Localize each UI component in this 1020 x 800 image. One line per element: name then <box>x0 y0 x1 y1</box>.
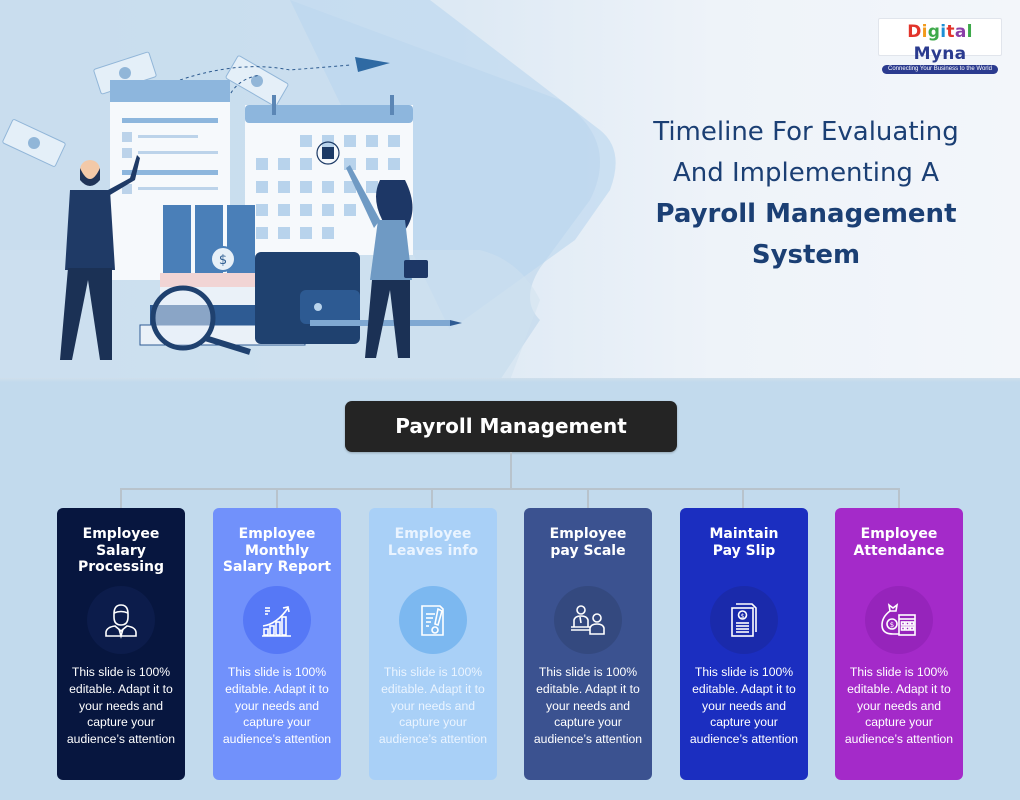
card-icon-circle <box>399 586 467 654</box>
card-employee-leaves-info: Employee Leaves info This slide is 100% … <box>369 508 497 780</box>
meeting-people-icon <box>571 605 605 635</box>
card-title-line: Employee <box>860 526 938 542</box>
payroll-illustration: $ <box>2 51 462 360</box>
card-description: This slide is 100% editable. Adapt it to… <box>533 665 643 747</box>
logo-letter: a <box>954 22 967 42</box>
logo-letter: i <box>921 22 928 42</box>
root-node-payroll-management: Payroll Management <box>345 401 677 452</box>
paper-plane-icon <box>355 57 390 72</box>
card-employee-pay-scale: Employee pay Scale This slide is 100% ed… <box>524 508 652 780</box>
logo-letter: g <box>927 22 941 42</box>
card-title-line: Maintain <box>709 526 779 542</box>
card-icon-circle <box>87 586 155 654</box>
logo-wordmark: Digital Myna <box>879 21 1001 65</box>
logo-tagline: Connecting Your Business to the World <box>882 65 998 74</box>
employee-icon <box>105 604 137 639</box>
card-title-line: Salary <box>96 542 146 559</box>
card-title-line: Salary Report <box>222 559 332 575</box>
page-title: Timeline For Evaluating And Implementing… <box>600 112 1012 276</box>
card-employee-monthly-salary-report: Employee Monthly Salary Report This slid… <box>213 508 341 780</box>
card-maintain-pay-slip: Maintain Pay Slip $ This slide is 100% e… <box>680 508 808 780</box>
card-description: This slide is 100% editable. Adapt it to… <box>844 665 954 747</box>
logo-letter: i <box>940 22 947 42</box>
card-description: This slide is 100% editable. Adapt it to… <box>378 665 488 747</box>
logo-letter: t <box>946 22 955 42</box>
money-calculator-icon: $ <box>881 603 916 636</box>
svg-text:$: $ <box>741 613 745 620</box>
card-icon-circle <box>554 586 622 654</box>
businessman-figure <box>60 155 140 360</box>
leave-document-icon <box>421 605 444 636</box>
card-title-line: Attendance <box>853 542 945 559</box>
logo-letter: M <box>913 44 931 64</box>
card-icon-circle: $ <box>865 586 933 654</box>
connector-drop-2 <box>276 488 278 508</box>
title-line-2: And Implementing A <box>672 158 939 188</box>
svg-text:$: $ <box>219 253 227 268</box>
logo-letter: n <box>942 44 955 64</box>
card-title-line: Monthly <box>244 542 310 559</box>
logo-letter: l <box>966 22 973 42</box>
wallet-icon <box>255 252 360 344</box>
card-icon-circle <box>243 586 311 654</box>
card-title-line: Pay Slip <box>712 542 776 559</box>
connector-drop-6 <box>898 488 900 508</box>
card-employee-attendance: Employee Attendance $ This slide is 100%… <box>835 508 963 780</box>
logo-letter: D <box>907 22 922 42</box>
card-description: This slide is 100% editable. Adapt it to… <box>689 665 799 747</box>
connector-horizontal-bus <box>120 488 900 490</box>
card-description: This slide is 100% editable. Adapt it to… <box>66 665 176 747</box>
card-title-line: pay Scale <box>550 542 626 559</box>
money-bill-icon <box>2 51 289 167</box>
card-title-line: Employee <box>238 526 316 542</box>
card-title: Employee Salary Processing <box>57 526 185 576</box>
svg-text:$: $ <box>890 621 894 629</box>
card-title: Employee pay Scale <box>524 526 652 559</box>
section-divider <box>0 378 1020 382</box>
hero-banner: $ <box>0 0 1020 380</box>
title-line-1: Timeline For Evaluating <box>653 117 959 147</box>
magnifier-icon <box>150 285 251 355</box>
card-title: Employee Attendance <box>835 526 963 559</box>
payslip-icon: $ <box>731 603 757 637</box>
connector-drop-1 <box>120 488 122 508</box>
growth-chart-icon <box>262 606 291 637</box>
logo-letter: a <box>954 44 967 64</box>
card-title-line: Leaves info <box>387 542 479 559</box>
connector-root-stem <box>510 452 512 489</box>
card-title: Maintain Pay Slip <box>680 526 808 559</box>
card-title-line: Employee <box>394 526 472 542</box>
card-title-line: Processing <box>77 559 165 575</box>
connector-drop-3 <box>431 488 433 508</box>
card-icon-circle: $ <box>710 586 778 654</box>
connector-drop-4 <box>587 488 589 508</box>
title-line-3: Payroll Management System <box>655 199 957 270</box>
logo-letter: y <box>930 44 943 64</box>
digital-myna-logo: Digital Myna Connecting Your Business to… <box>878 18 1002 74</box>
card-title: Employee Monthly Salary Report <box>213 526 341 576</box>
businesswoman-figure <box>346 165 428 358</box>
card-title-line: Employee <box>549 526 627 542</box>
card-employee-salary-processing: Employee Salary Processing This slide is… <box>57 508 185 780</box>
card-description: This slide is 100% editable. Adapt it to… <box>222 665 332 747</box>
card-title-line: Employee <box>82 526 160 542</box>
card-title: Employee Leaves info <box>369 526 497 559</box>
connector-drop-5 <box>742 488 744 508</box>
